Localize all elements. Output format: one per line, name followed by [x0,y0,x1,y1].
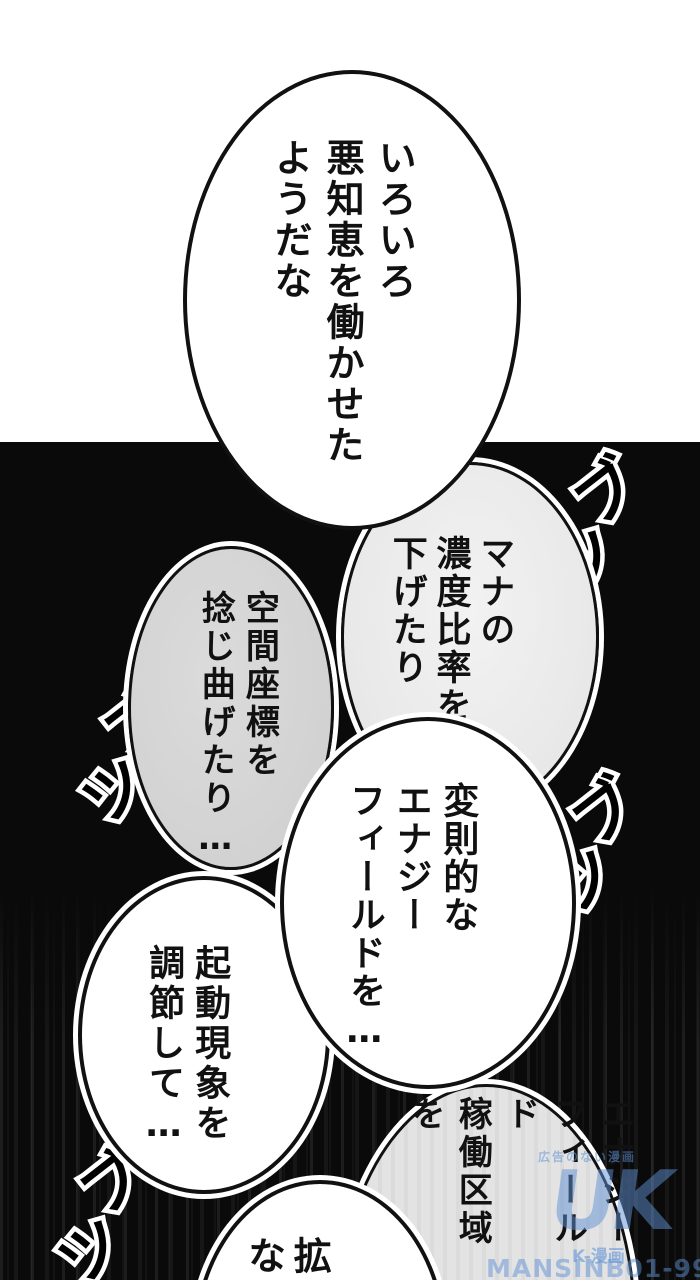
speech-text-trigger: 起動現象を 調節して… [143,944,231,1149]
speech-bubble-top [183,70,521,530]
speech-text-space: 空間座標を 捻じ曲げたり… [195,590,280,862]
watermark-url: MANSINB01-99.COM [486,1254,700,1280]
watermark-brand: K-漫画 [572,1247,625,1267]
speech-text-field: エナジー フィールド 稼働区域を [404,1096,635,1248]
speech-text-energy: 変則的な エナジー フィールドを… [343,782,479,1053]
watermark-logo: UK [543,1154,675,1249]
speech-text-expand: 拡 な [241,1236,332,1278]
watermark: 広告のない漫画 UK K-漫画 MANSINB01-99.COM [480,1138,700,1280]
speech-text-top: いろいろ 悪知恵を働かせた ようだな [268,138,417,466]
speech-bubble-energy [280,717,576,1089]
speech-text-mana: マナの 濃度比率を 下げたり [386,535,515,725]
watermark-tagline: 広告のない漫画 [538,1150,637,1164]
